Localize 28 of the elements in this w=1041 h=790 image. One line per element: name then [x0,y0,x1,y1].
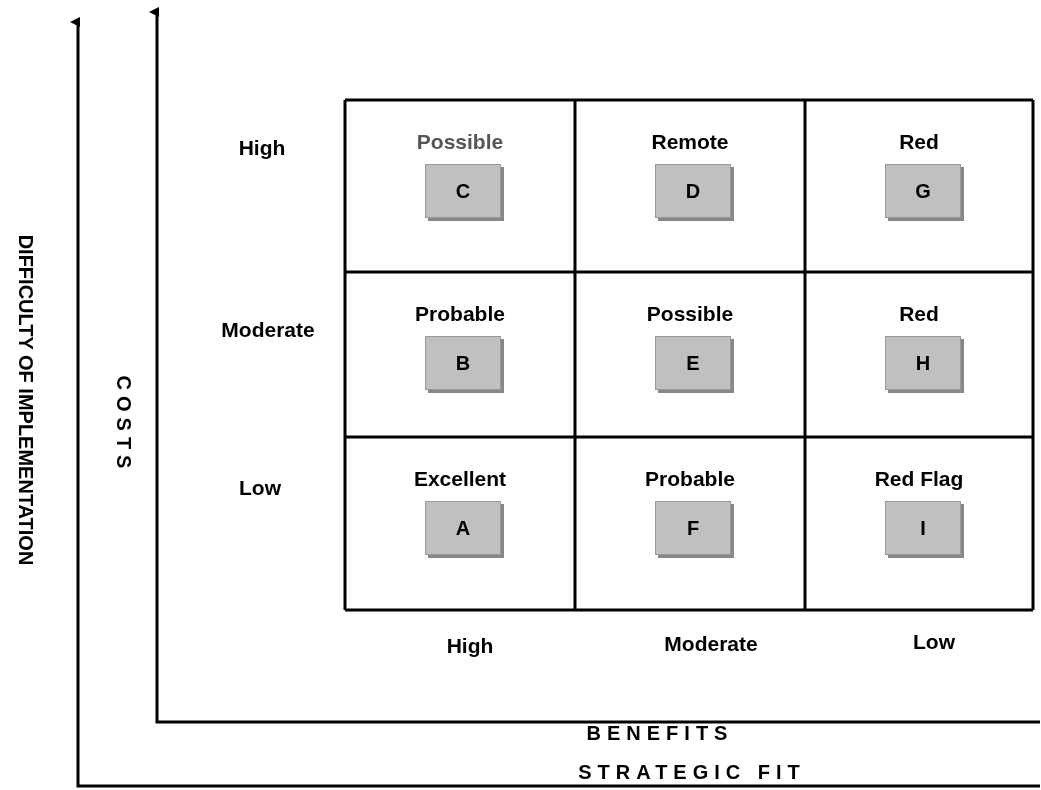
column-label: Low [913,630,955,654]
row-label: High [238,136,286,160]
axis-title: STRATEGIC FIT [578,760,806,784]
letter-tile: G [885,164,961,218]
axis-title: DIFFICULTY OF IMPLEMENTATION [13,234,37,566]
cell-heading: Red Flag [873,467,965,491]
axis-title: COSTS [111,375,135,475]
cell-heading: Possible [415,130,505,154]
cell-heading: Remote [650,130,730,154]
letter-tile: H [885,336,961,390]
column-label: Moderate [664,632,758,656]
cell-heading: Possible [645,302,735,326]
column-label: High [446,634,494,658]
row-label: Moderate [221,318,315,342]
cell-heading: Red [898,130,940,154]
cell-heading: Probable [644,467,736,491]
cell-heading: Red [898,302,940,326]
cell-heading: Probable [414,302,506,326]
letter-tile: I [885,501,961,555]
cell-heading: Excellent [412,467,508,491]
letter-tile: E [655,336,731,390]
letter-tile: F [655,501,731,555]
axis-title: BENEFITS [586,721,734,745]
letter-tile: A [425,501,501,555]
letter-tile: D [655,164,731,218]
letter-tile: B [425,336,501,390]
row-label: Low [239,476,281,500]
letter-tile: C [425,164,501,218]
